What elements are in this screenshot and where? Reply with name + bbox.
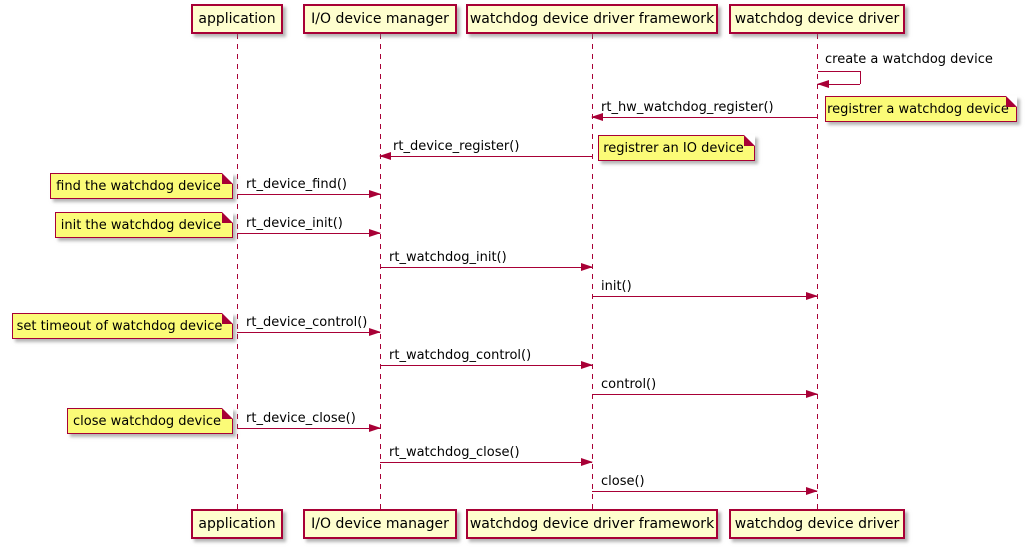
arrowhead-right-icon [369,424,381,432]
note-init-the-watchdog-device: init the watchdog device [55,212,233,238]
arrowhead-right-icon [806,292,818,300]
message-label-rt-hw-watchdog-register: rt_hw_watchdog_register() [601,100,774,115]
message-arrow-rt-device-control [237,328,381,336]
lifeline-io-device-manager [380,34,381,509]
note-registrer-an-io-device: registrer an IO device [598,135,755,161]
message-label-rt-watchdog-close: rt_watchdog_close() [389,445,520,460]
message-arrow-close [592,487,818,495]
participant-top-io-device-manager: I/O device manager [303,4,457,34]
message-arrow-rt-device-close [237,424,381,432]
arrowhead-right-icon [806,390,818,398]
message-label-close: close() [601,474,645,489]
participant-bottom-watchdog-driver: watchdog device driver [729,509,905,539]
message-arrow-rt-watchdog-control [380,361,593,369]
arrowhead-left-icon [817,80,829,88]
arrowhead-left-icon [591,113,603,121]
message-arrow-rt-watchdog-init [380,263,593,271]
message-arrow-rt-hw-watchdog-register [591,113,817,121]
participant-top-watchdog-framework: watchdog device driver framework [466,4,718,34]
participant-bottom-application: application [191,509,283,539]
message-arrow-init [592,292,818,300]
message-label-rt-device-find: rt_device_find() [246,177,347,192]
participant-bottom-io-device-manager: I/O device manager [303,509,457,539]
arrowhead-right-icon [369,328,381,336]
arrowhead-right-icon [369,229,381,237]
arrowhead-right-icon [581,361,593,369]
message-arrow-rt-device-find [237,190,381,198]
message-label-init: init() [601,279,632,294]
lifeline-watchdog-driver [817,34,818,509]
arrowhead-right-icon [581,458,593,466]
arrowhead-right-icon [369,190,381,198]
message-arrow-rt-watchdog-close [380,458,593,466]
message-arrow-control [592,390,818,398]
message-label-rt-device-init: rt_device_init() [246,216,343,231]
message-label-rt-watchdog-init: rt_watchdog_init() [389,250,507,265]
arrowhead-left-icon [379,152,391,160]
arrowhead-right-icon [806,487,818,495]
note-set-timeout-of-watchdog-device: set timeout of watchdog device [12,313,233,339]
message-arrow-rt-device-register [379,152,592,160]
self-message-top-segment [818,71,860,72]
message-label-rt-device-control: rt_device_control() [246,315,368,330]
message-label-rt-watchdog-control: rt_watchdog_control() [389,348,532,363]
self-message-vertical-segment [860,71,861,84]
lifeline-application [237,34,238,509]
message-arrow-rt-device-init [237,229,381,237]
participant-bottom-watchdog-framework: watchdog device driver framework [466,509,718,539]
note-find-the-watchdog-device: find the watchdog device [50,173,233,199]
message-label-control: control() [601,377,657,392]
message-label-create-watchdog-device: create a watchdog device [825,52,993,67]
self-message-return-segment [817,80,860,88]
participant-top-application: application [191,4,283,34]
participant-top-watchdog-driver: watchdog device driver [729,4,905,34]
note-close-watchdog-device: close watchdog device [67,408,233,434]
message-label-rt-device-register: rt_device_register() [393,139,520,154]
arrowhead-right-icon [581,263,593,271]
lifeline-watchdog-framework [592,34,593,509]
note-registrer-a-watchdog-device: registrer a watchdog device [825,96,1017,122]
message-label-rt-device-close: rt_device_close() [246,411,356,426]
